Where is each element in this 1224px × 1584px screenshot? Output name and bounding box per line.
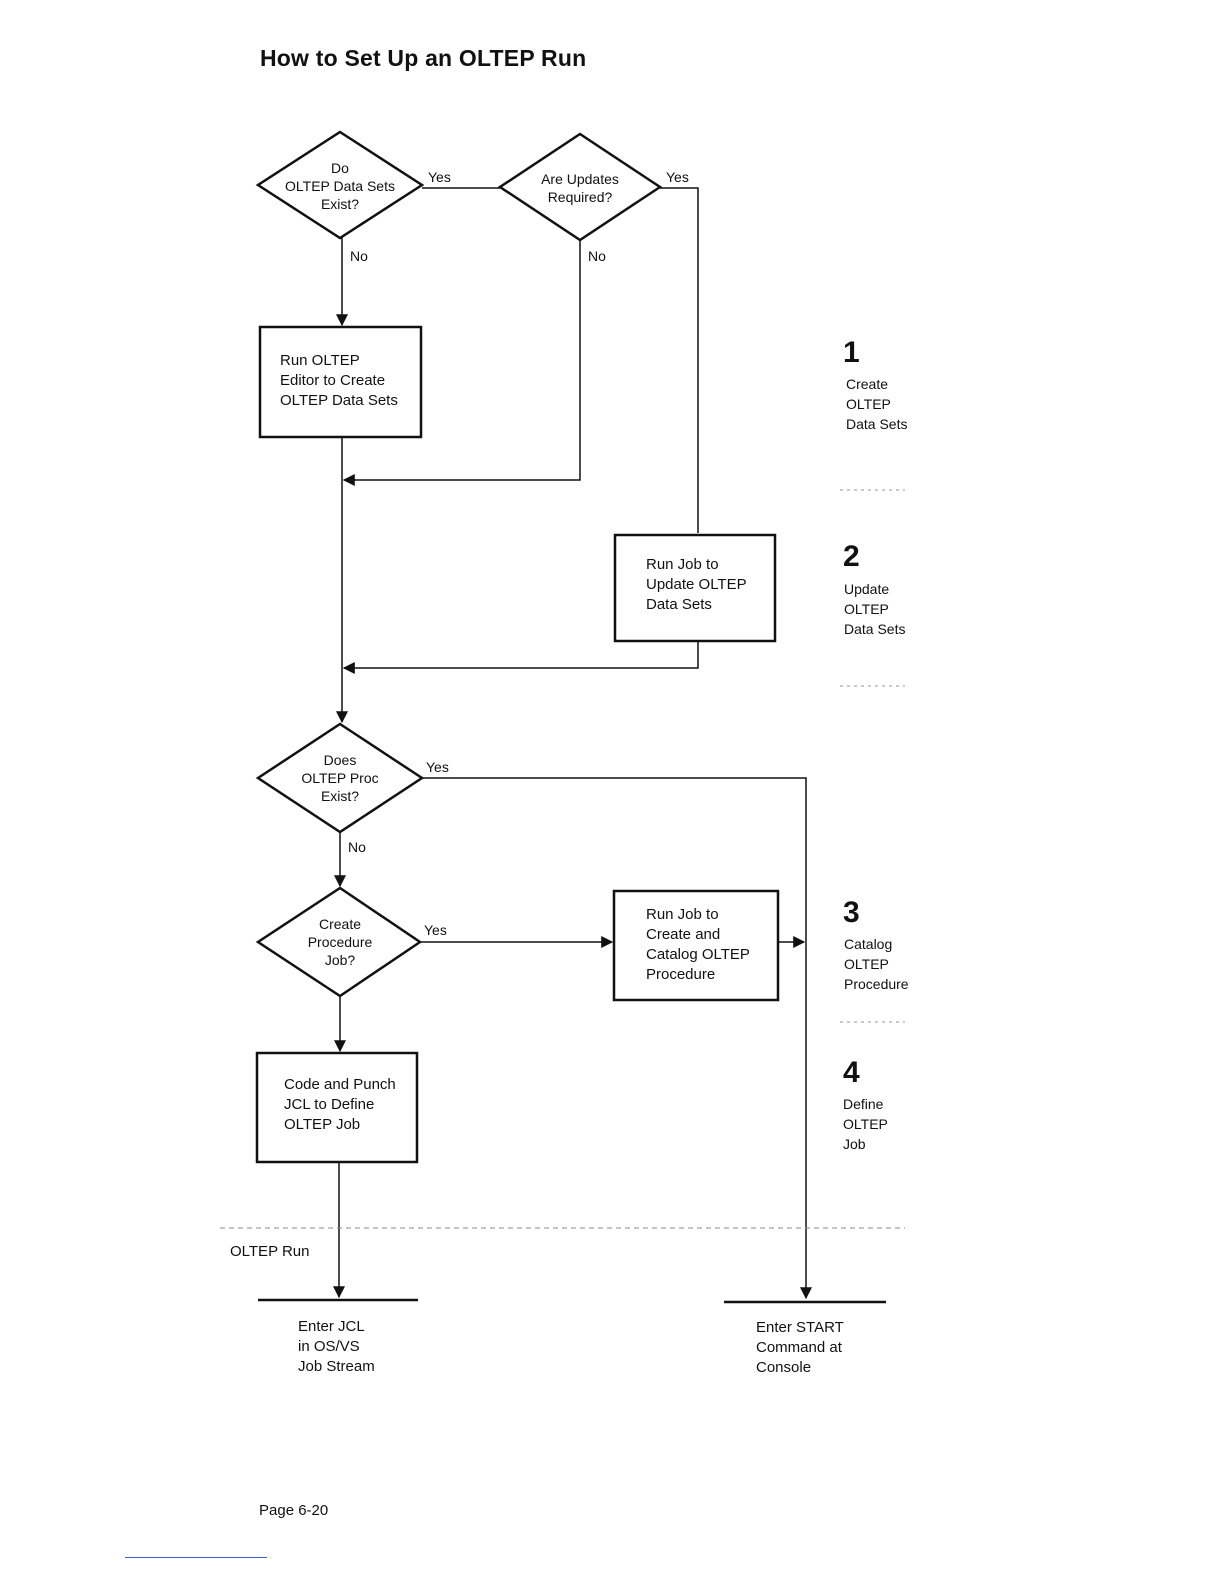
decision-data-sets-exist <box>255 130 425 240</box>
page-number: Page 6-20 <box>259 1502 329 1519</box>
connector-update-job-return <box>342 641 699 674</box>
run-section-label: OLTEP Run <box>230 1243 310 1260</box>
connector-updates-no <box>342 240 581 486</box>
step-label: Update OLTEP Data Sets <box>844 581 906 637</box>
decision-label-updates-required: Are Updates Required? <box>541 171 619 205</box>
footer-rule <box>125 1557 267 1558</box>
process-label-update-job: Run Job to Update OLTEP Data Sets <box>646 556 747 613</box>
process-label-catalog-job: Run Job to Create and Catalog OLTEP Proc… <box>646 906 750 983</box>
step-label: Define OLTEP Job <box>843 1096 888 1152</box>
process-code-jcl <box>255 1051 419 1164</box>
process-run-editor <box>258 325 423 439</box>
edge-label-yes: Yes <box>666 169 689 185</box>
decision-label-create-procedure: Create Procedure Job? <box>307 916 373 968</box>
edge-label-yes: Yes <box>426 759 449 775</box>
step-label: Catalog OLTEP Procedure <box>844 936 909 992</box>
step-number: 2 <box>843 540 860 573</box>
step-label: Create OLTEP Data Sets <box>846 376 908 432</box>
process-catalog-job <box>612 889 780 1002</box>
decision-label-data-sets-exist: Do OLTEP Data Sets Exist? <box>285 160 395 212</box>
page-title: How to Set Up an OLTEP Run <box>260 45 587 71</box>
process-update-job <box>613 533 777 643</box>
connector-proc-yes <box>422 777 812 1300</box>
process-label-run-editor: Run OLTEP Editor to Create OLTEP Data Se… <box>280 352 398 409</box>
endpoint-label-enter-start: Enter START Command at Console <box>756 1319 844 1376</box>
edge-label-no: No <box>350 248 368 264</box>
edge-label-no: No <box>588 248 606 264</box>
step-number: 1 <box>843 336 860 369</box>
endpoint-label-enter-jcl: Enter JCL in OS/VS Job Stream <box>298 1318 375 1375</box>
decision-label-proc-exists: Does OLTEP Proc Exist? <box>301 752 379 804</box>
edge-label-yes: Yes <box>424 922 447 938</box>
step-number: 3 <box>843 896 860 929</box>
step-number: 4 <box>843 1056 860 1089</box>
connector-updates-yes <box>660 187 699 533</box>
edge-label-no: No <box>348 839 366 855</box>
edge-label-yes: Yes <box>428 169 451 185</box>
process-label-code-jcl: Code and Punch JCL to Define OLTEP Job <box>284 1076 396 1133</box>
